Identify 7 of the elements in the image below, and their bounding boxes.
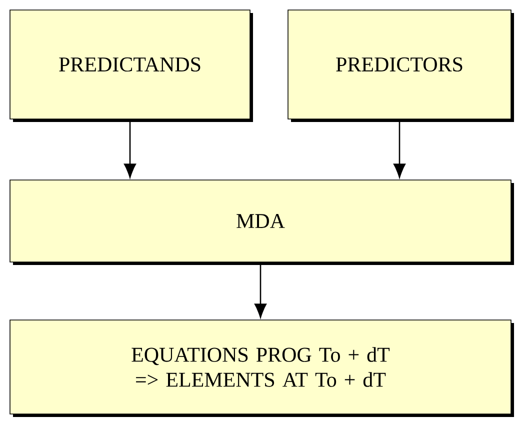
process-box: PREDICTANDS xyxy=(10,10,253,122)
process-box: MDA xyxy=(10,180,514,265)
arrow xyxy=(394,119,406,178)
arrow xyxy=(124,119,136,178)
process-box: EQUATIONS PROG To + dT => ELEMENTS AT To + dT xyxy=(10,320,514,417)
arrow xyxy=(254,262,266,318)
process-box: PREDICTORS xyxy=(288,10,514,122)
